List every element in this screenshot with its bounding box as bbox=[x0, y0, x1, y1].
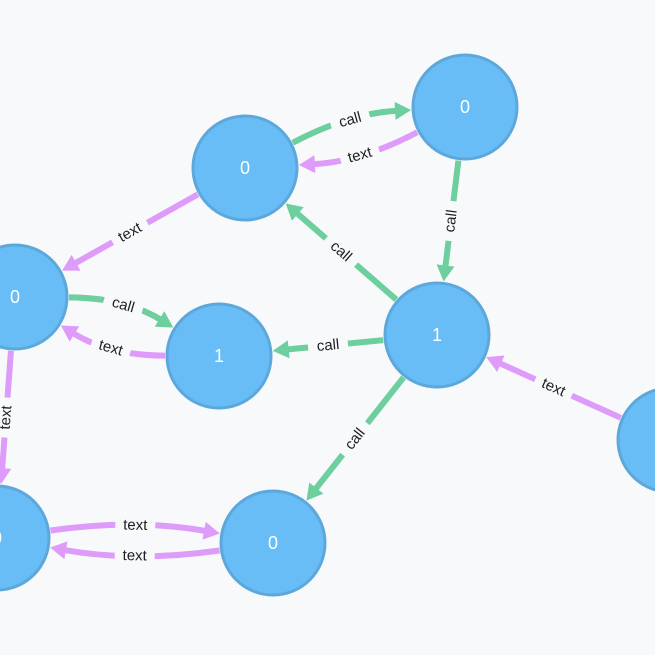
node-circle[interactable] bbox=[383, 281, 491, 389]
edge-label-group: text bbox=[338, 141, 382, 170]
node-label: 0 bbox=[0, 528, 2, 548]
arrowhead bbox=[298, 155, 316, 174]
arrowhead bbox=[60, 325, 80, 342]
edge-call[interactable]: call bbox=[68, 290, 174, 328]
arrowhead bbox=[202, 521, 220, 540]
edge-text[interactable]: text bbox=[0, 350, 17, 485]
graph-node[interactable]: 1 bbox=[383, 281, 491, 389]
edge-label-bg bbox=[320, 231, 362, 272]
node-circle[interactable] bbox=[0, 484, 51, 592]
arrowhead bbox=[272, 340, 290, 359]
edge-text[interactable]: text bbox=[298, 129, 419, 174]
node-label: 1 bbox=[432, 325, 442, 345]
node-circle[interactable] bbox=[411, 53, 519, 161]
edge-call[interactable]: call bbox=[285, 203, 399, 302]
edge-label-group: text bbox=[108, 214, 152, 251]
edge-call[interactable]: call bbox=[291, 101, 412, 146]
edge-label: call bbox=[110, 294, 136, 317]
edge-label: call bbox=[337, 109, 363, 131]
edge-text[interactable]: text bbox=[50, 541, 220, 566]
edge-label-bg bbox=[89, 333, 133, 363]
edge-label-group: call bbox=[328, 105, 372, 134]
edge-label-group: call bbox=[307, 334, 349, 357]
node-circle[interactable] bbox=[616, 388, 655, 492]
graph-node[interactable] bbox=[616, 388, 655, 492]
edges-layer: text call text call call text text call call call… bbox=[0, 101, 623, 566]
graph-node[interactable]: 0 bbox=[219, 489, 327, 597]
edge-label-bg bbox=[101, 290, 145, 320]
edge-text[interactable]: text bbox=[50, 515, 220, 540]
node-label: 0 bbox=[268, 533, 278, 553]
edge-label: text bbox=[346, 143, 375, 166]
edge-label: text bbox=[97, 336, 126, 359]
edge-label-bg bbox=[531, 371, 576, 404]
arrowhead bbox=[436, 264, 455, 282]
graph-node[interactable]: 0 bbox=[411, 53, 519, 161]
node-label: 0 bbox=[10, 287, 20, 307]
arrowhead bbox=[62, 254, 81, 271]
graph-node[interactable]: 1 bbox=[165, 302, 273, 410]
edge-label: call bbox=[441, 209, 461, 233]
edge-text[interactable]: text bbox=[60, 325, 166, 363]
node-circle[interactable] bbox=[0, 243, 69, 351]
node-label: 1 bbox=[214, 346, 224, 366]
graph-node[interactable]: 0 bbox=[0, 484, 51, 592]
edge-label-bg bbox=[0, 396, 17, 439]
edge-label: text bbox=[123, 517, 148, 534]
edge-label-bg bbox=[115, 515, 156, 535]
edge-text[interactable]: text bbox=[62, 191, 200, 271]
edge-label-group: text bbox=[0, 396, 17, 439]
edge-label-group: text bbox=[531, 371, 576, 404]
arrowhead bbox=[154, 311, 174, 328]
edge-label-group: text bbox=[114, 546, 155, 566]
edge-call[interactable]: call bbox=[272, 334, 384, 359]
edge-text[interactable]: text bbox=[486, 355, 623, 421]
nodes-layer: 0 0 0 1 1 0 0 bbox=[0, 53, 655, 597]
edge-call[interactable]: call bbox=[436, 160, 463, 282]
node-label: 0 bbox=[240, 158, 250, 178]
edge-call[interactable]: call bbox=[306, 375, 406, 501]
edge-label-bg bbox=[335, 417, 375, 461]
edge-label-group: text bbox=[89, 333, 133, 363]
edge-label: text bbox=[0, 404, 15, 430]
node-circle[interactable] bbox=[165, 302, 273, 410]
arrowhead bbox=[306, 482, 324, 501]
arrowhead bbox=[50, 541, 68, 560]
graph-node[interactable]: 0 bbox=[0, 243, 69, 351]
arrowhead bbox=[394, 101, 412, 120]
node-label: 0 bbox=[460, 97, 470, 117]
graph-node[interactable]: 0 bbox=[191, 114, 299, 222]
edge-label-bg bbox=[307, 334, 349, 357]
arrowhead bbox=[0, 468, 12, 485]
edge-label-bg bbox=[114, 546, 155, 566]
node-circle[interactable] bbox=[191, 114, 299, 222]
edge-label: text bbox=[122, 547, 147, 564]
edge-label-bg bbox=[108, 214, 152, 251]
node-circle[interactable] bbox=[219, 489, 327, 597]
edge-label-group: call bbox=[101, 290, 145, 320]
edge-label: call bbox=[316, 336, 340, 355]
edge-label-bg bbox=[328, 105, 372, 134]
arrowhead bbox=[486, 355, 505, 372]
edge-label-group: call bbox=[439, 200, 463, 242]
edge-label-group: text bbox=[115, 515, 156, 535]
edge-label-bg bbox=[439, 200, 463, 242]
edge-label-bg bbox=[338, 141, 382, 170]
arrowhead bbox=[285, 203, 304, 221]
